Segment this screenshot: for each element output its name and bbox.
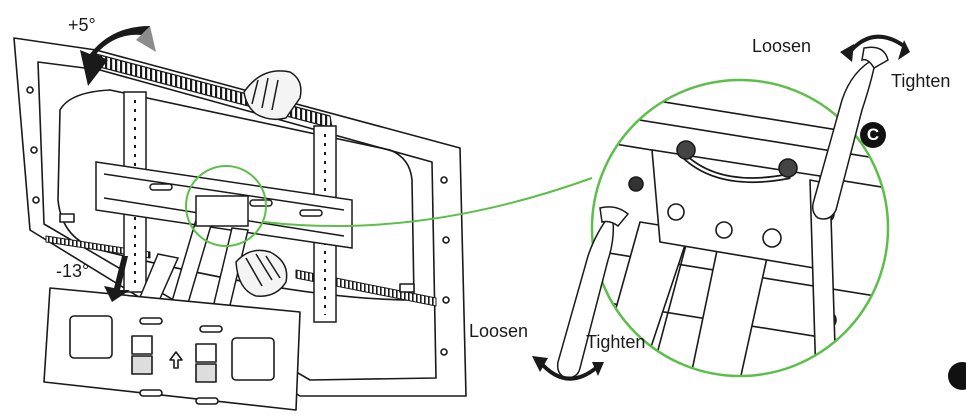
rotate-arrow-top-icon xyxy=(840,34,910,62)
screw-hole xyxy=(32,196,40,204)
port xyxy=(59,213,75,223)
tilt-down-label: -13° xyxy=(56,261,90,281)
zoom-detail-circle xyxy=(590,78,890,378)
tilt-up-label: +5° xyxy=(68,15,96,35)
plate-cutout xyxy=(69,315,113,359)
loosen-label-bottom: Loosen xyxy=(469,321,529,341)
screw-hole xyxy=(442,236,450,244)
loosen-label-top: Loosen xyxy=(752,36,812,56)
plate-cutout xyxy=(231,337,275,381)
wrench-icon xyxy=(811,46,889,220)
hand-icon xyxy=(235,249,288,297)
rotate-arrow-bottom-icon xyxy=(532,356,604,381)
tighten-label-bottom: Tighten xyxy=(586,332,646,352)
wall-plate xyxy=(43,287,301,411)
tilt-down-arrow-icon xyxy=(104,256,130,302)
partial-badge-icon xyxy=(948,362,966,390)
screw-hole xyxy=(30,146,38,154)
screw-hole xyxy=(26,86,34,94)
tilt-up-arrow-icon xyxy=(80,26,156,86)
detail-source-circle xyxy=(185,165,267,247)
tighten-label-top: Tighten xyxy=(891,71,951,91)
screw-hole xyxy=(440,176,448,184)
badge-c: C xyxy=(860,122,886,148)
screw-hole xyxy=(442,296,450,304)
hand-icon xyxy=(243,70,302,121)
screw-hole xyxy=(440,348,448,356)
detail-callout-link xyxy=(185,165,593,247)
port xyxy=(399,283,415,293)
